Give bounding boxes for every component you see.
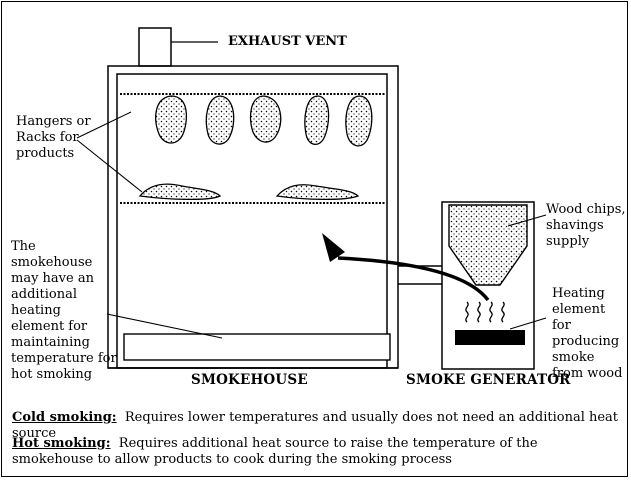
heating-element-leader [106,313,223,339]
smoke-generator-caption: SMOKE GENERATOR [406,372,571,388]
cold-smoking-term: Cold smoking: [12,410,117,425]
hangers-label: Hangers or Racks for products [16,114,91,161]
wood-chips-label: Wood chips, shavings supply [546,202,626,249]
flat-product [275,184,360,201]
flat-product [138,183,222,201]
hangers-leaders [76,111,143,193]
smoke-heating-element [455,330,525,345]
hanging-product [155,95,188,144]
cold-smoking-text: Requires lower temperatures and usually … [12,410,619,441]
hanging-product [249,95,282,143]
wood-chips-leader [507,214,547,227]
hanging-product [304,95,330,145]
hanging-products [155,95,373,147]
heating-element-panel [123,333,391,361]
heating-element-label: Heating element for producing smoke from… [552,286,623,381]
wood-chip-hopper [448,204,528,286]
hanging-product [205,95,235,145]
hot-smoking-term: Hot smoking: [12,436,111,451]
smoke-flow-arrow [337,256,490,302]
smoke-heater-leader [509,317,547,330]
smokehouse-body [107,65,399,369]
heating-element-note: The smokehouse may have an additional he… [11,239,117,382]
hanging-product [345,95,373,147]
exhaust-vent-label: EXHAUST VENT [228,34,347,49]
smoke-wisps-icon [465,301,505,323]
hot-smoking-note: Hot smoking: Requires additional heat so… [12,436,622,468]
hot-smoking-text: Requires additional heat source to raise… [12,436,538,467]
arrowhead-icon [322,233,345,262]
rack-products [138,183,360,201]
smokehouse-caption: SMOKEHOUSE [191,372,308,388]
exhaust-vent-stack [138,27,172,67]
cold-smoking-note: Cold smoking: Requires lower temperature… [12,410,622,442]
